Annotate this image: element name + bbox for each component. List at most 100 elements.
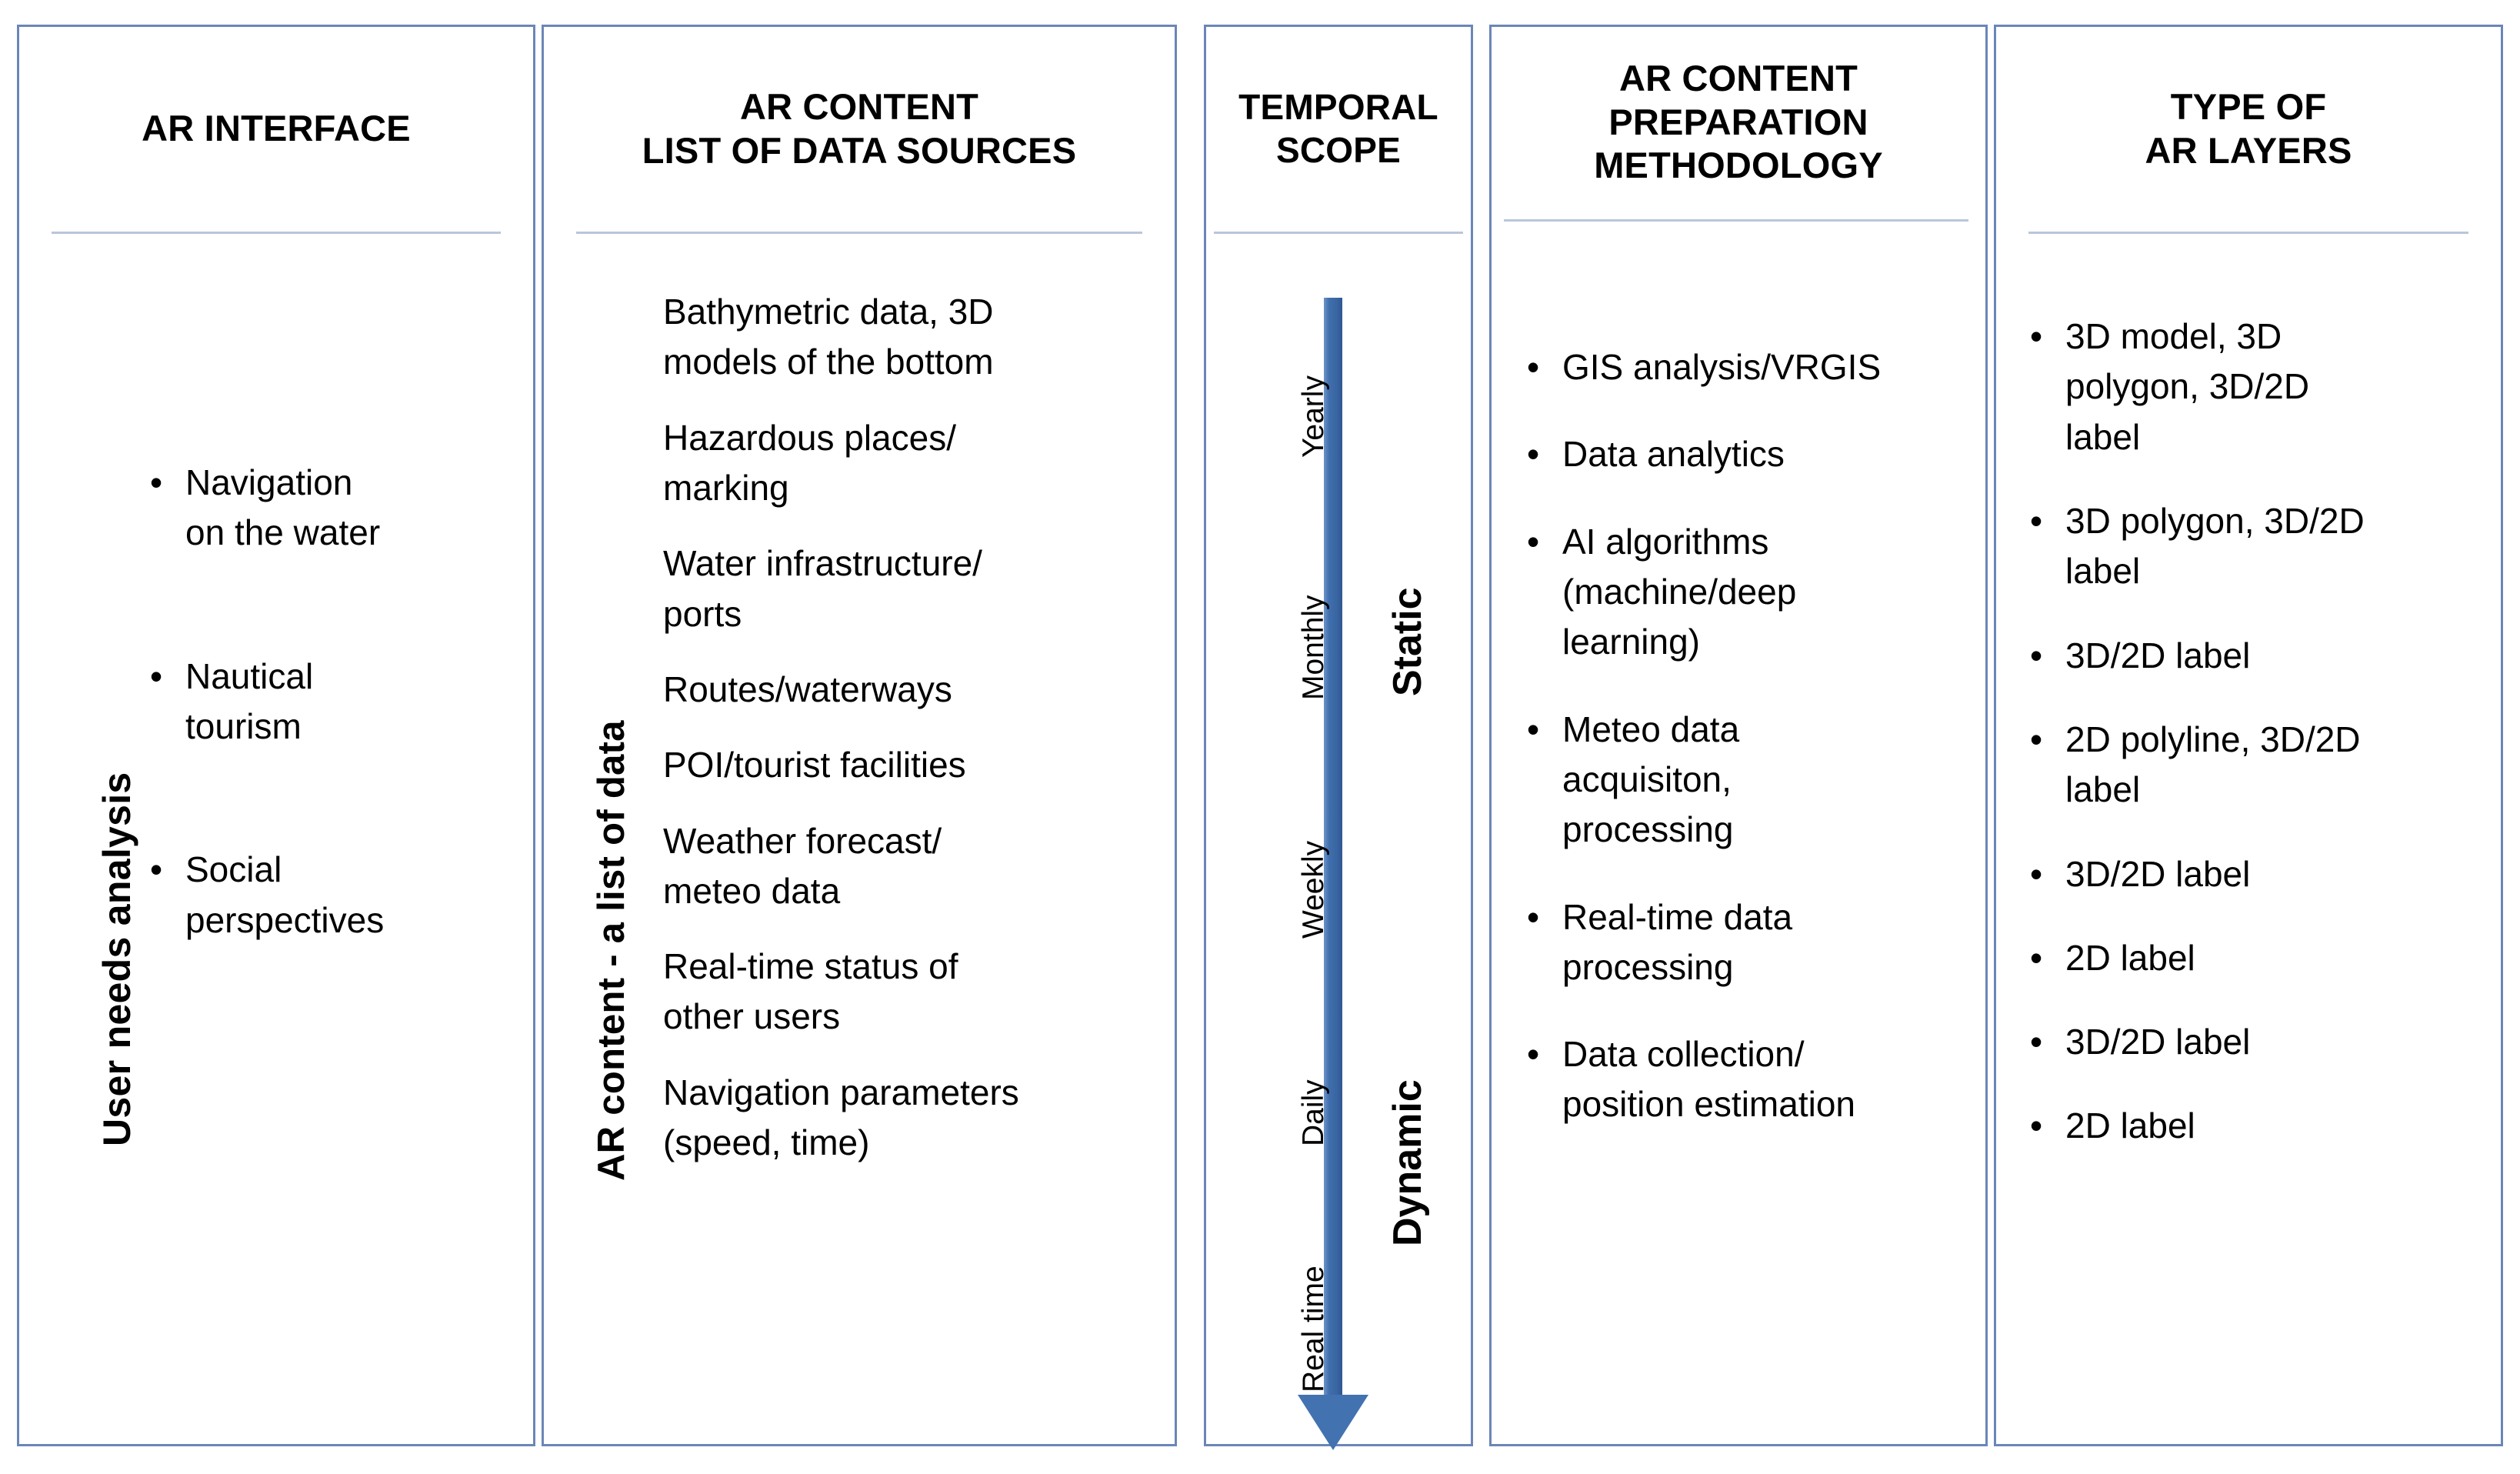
bullet-icon: •: [2030, 853, 2043, 894]
list-item: • 3D/2D label: [2030, 849, 2485, 899]
panel-methodology-divider: [1504, 219, 1968, 222]
list-item-label: Social perspectives: [185, 849, 385, 940]
list-item-label: 2D label: [2065, 937, 2195, 978]
list-item: Routes/waterways: [663, 665, 1156, 715]
panel-data-sources-title: AR CONTENT LIST OF DATA SOURCES: [642, 86, 1077, 171]
list-item: • 2D label: [2030, 933, 2485, 983]
timeline-arrow-shaft: [1324, 298, 1342, 1398]
list-item-label: Weather forecast/ meteo data: [663, 820, 942, 911]
list-item-label: Meteo data acquisiton, processing: [1562, 709, 1740, 850]
user-needs-analysis-label: User needs analysis: [95, 772, 138, 1146]
list-item: • 3D/2D label: [2030, 631, 2485, 681]
list-item: • Real-time data processing: [1527, 892, 1968, 993]
list-item-label: Hazardous places/ marking: [663, 417, 956, 508]
bullet-icon: •: [1527, 434, 1540, 475]
data-sources-list: Bathymetric data, 3D models of the botto…: [663, 287, 1156, 1168]
list-item-label: Navigation parameters (speed, time): [663, 1072, 1019, 1163]
panel-ar-interface-inner: AR INTERFACE User needs analysis • Navig…: [19, 27, 533, 1444]
list-item-label: Water infrastructure/ ports: [663, 543, 982, 634]
bullet-icon: •: [150, 849, 163, 890]
bullet-icon: •: [2030, 719, 2043, 759]
list-item: • 2D polyline, 3D/2D label: [2030, 715, 2485, 815]
temporal-tick-yearly: Yearly: [1297, 375, 1330, 458]
ar-content-list-label: AR content - a list of data: [591, 720, 632, 1181]
list-item: • 3D polygon, 3D/2D label: [2030, 496, 2485, 597]
panel-methodology: AR CONTENT PREPARATION METHODOLOGY • GIS…: [1489, 25, 1988, 1446]
list-item-label: Data analytics: [1562, 434, 1785, 475]
timeline-arrow-head-icon: [1298, 1395, 1368, 1450]
panel-ar-layers-title: TYPE OF AR LAYERS: [2145, 86, 2352, 171]
list-item: • Data analytics: [1527, 429, 1968, 479]
list-item: Weather forecast/ meteo data: [663, 816, 1156, 917]
panel-temporal-scope-title: TEMPORAL SCOPE: [1238, 87, 1438, 170]
panel-data-sources: AR CONTENT LIST OF DATA SOURCES AR conte…: [542, 25, 1177, 1446]
panel-methodology-header: AR CONTENT PREPARATION METHODOLOGY: [1492, 27, 1985, 218]
temporal-phase-static: Static: [1385, 587, 1430, 696]
list-item: • Meteo data acquisiton, processing: [1527, 705, 1968, 855]
list-item: Water infrastructure/ ports: [663, 539, 1156, 639]
list-item: • 3D model, 3D polygon, 3D/2D label: [2030, 312, 2485, 462]
bullet-icon: •: [1527, 521, 1540, 562]
panel-ar-interface: AR INTERFACE User needs analysis • Navig…: [17, 25, 535, 1446]
list-item: Navigation parameters (speed, time): [663, 1068, 1156, 1169]
list-item-label: 3D/2D label: [2065, 635, 2251, 675]
bullet-icon: •: [1527, 347, 1540, 387]
list-item: • AI algorithms (machine/deep learning): [1527, 517, 1968, 668]
temporal-tick-daily: Daily: [1297, 1079, 1330, 1146]
list-item-label: 2D polyline, 3D/2D label: [2065, 719, 2361, 810]
list-item: • Social perspectives: [150, 845, 510, 945]
bullet-icon: •: [2030, 635, 2043, 675]
list-item-label: 2D label: [2065, 1106, 2195, 1146]
panel-ar-layers-divider: [2028, 232, 2468, 234]
list-item-label: Data collection/ position estimation: [1562, 1034, 1855, 1125]
list-item: • Data collection/ position estimation: [1527, 1029, 1968, 1130]
panel-temporal-scope-inner: TEMPORAL SCOPE Yearly Monthly Weekly Dai…: [1206, 27, 1471, 1450]
panel-ar-interface-title: AR INTERFACE: [142, 108, 411, 149]
list-item-label: 3D model, 3D polygon, 3D/2D label: [2065, 316, 2310, 457]
methodology-list: • GIS analysis/VRGIS • Data analytics • …: [1527, 342, 1968, 1130]
bullet-icon: •: [2030, 500, 2043, 541]
panel-methodology-inner: AR CONTENT PREPARATION METHODOLOGY • GIS…: [1492, 27, 1985, 1444]
bullet-icon: •: [150, 462, 163, 502]
list-item-label: GIS analysis/VRGIS: [1562, 347, 1882, 387]
panel-temporal-scope-header: TEMPORAL SCOPE: [1206, 27, 1471, 231]
list-item-label: 3D polygon, 3D/2D label: [2065, 500, 2365, 592]
panel-ar-interface-header: AR INTERFACE: [19, 27, 533, 231]
panel-data-sources-divider: [576, 232, 1142, 234]
list-item-label: Nautical tourism: [185, 655, 314, 746]
bullet-icon: •: [1527, 1034, 1540, 1075]
list-item: Bathymetric data, 3D models of the botto…: [663, 287, 1156, 388]
panel-data-sources-inner: AR CONTENT LIST OF DATA SOURCES AR conte…: [544, 27, 1175, 1444]
list-item-label: Real-time data processing: [1562, 896, 1793, 987]
temporal-tick-monthly: Monthly: [1297, 595, 1330, 700]
list-item: • GIS analysis/VRGIS: [1527, 342, 1968, 392]
panel-data-sources-header: AR CONTENT LIST OF DATA SOURCES: [544, 27, 1175, 231]
list-item: • Navigation on the water: [150, 458, 510, 559]
panel-ar-interface-divider: [52, 232, 501, 234]
temporal-tick-weekly: Weekly: [1297, 840, 1330, 939]
bullet-icon: •: [2030, 937, 2043, 978]
ar-interface-list: • Navigation on the water • Nautical tou…: [150, 458, 510, 945]
panel-ar-layers-header: TYPE OF AR LAYERS: [1996, 27, 2501, 231]
list-item-label: AI algorithms (machine/deep learning): [1562, 521, 1797, 662]
list-item-label: 3D/2D label: [2065, 853, 2251, 894]
list-item: • 3D/2D label: [2030, 1017, 2485, 1067]
list-item-label: Bathymetric data, 3D models of the botto…: [663, 292, 994, 382]
list-item-label: Real-time status of other users: [663, 946, 958, 1037]
temporal-phase-dynamic: Dynamic: [1385, 1079, 1430, 1246]
bullet-icon: •: [2030, 1022, 2043, 1062]
ar-layers-list: • 3D model, 3D polygon, 3D/2D label • 3D…: [2030, 312, 2485, 1152]
list-item: • 2D label: [2030, 1101, 2485, 1151]
panel-temporal-scope: TEMPORAL SCOPE Yearly Monthly Weekly Dai…: [1204, 25, 1473, 1450]
list-item: • Nautical tourism: [150, 652, 510, 752]
list-item: Hazardous places/ marking: [663, 413, 1156, 514]
bullet-icon: •: [2030, 316, 2043, 356]
list-item-label: Navigation on the water: [185, 462, 381, 553]
list-item-label: POI/tourist facilities: [663, 745, 966, 785]
panel-ar-layers: TYPE OF AR LAYERS • 3D model, 3D polygon…: [1994, 25, 2503, 1446]
bullet-icon: •: [2030, 1106, 2043, 1146]
list-item: Real-time status of other users: [663, 942, 1156, 1042]
bullet-icon: •: [1527, 896, 1540, 937]
bullet-icon: •: [150, 655, 163, 696]
